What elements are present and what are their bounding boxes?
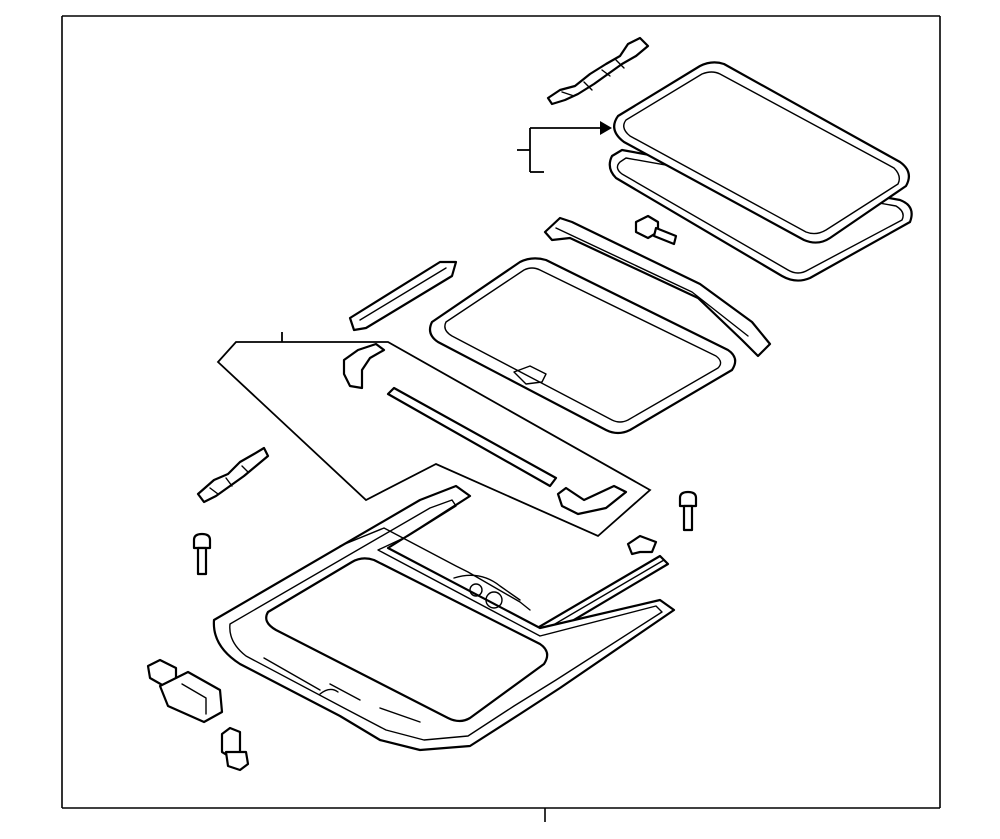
glass-panel[interactable]: [613, 61, 911, 244]
sunshade-bracket[interactable]: [348, 260, 458, 332]
deflector-assembly[interactable]: [543, 216, 772, 358]
drive-motor[interactable]: [146, 658, 224, 724]
cable-guide-clip[interactable]: [626, 534, 658, 556]
glass-callout-leader: [517, 121, 612, 173]
diagram-frame: [61, 15, 941, 822]
drain-tube-bracket[interactable]: [196, 446, 270, 504]
guide-rail-kit[interactable]: [216, 332, 652, 538]
frame-screw-right[interactable]: [678, 490, 698, 532]
glass-panel-bolt[interactable]: [634, 214, 678, 246]
sunroof-frame[interactable]: [212, 484, 676, 752]
glass-panel-bracket[interactable]: [546, 36, 650, 106]
motor-bolt[interactable]: [220, 726, 250, 772]
sunshade-panel[interactable]: [428, 257, 737, 435]
frame-screw-left[interactable]: [192, 532, 212, 576]
